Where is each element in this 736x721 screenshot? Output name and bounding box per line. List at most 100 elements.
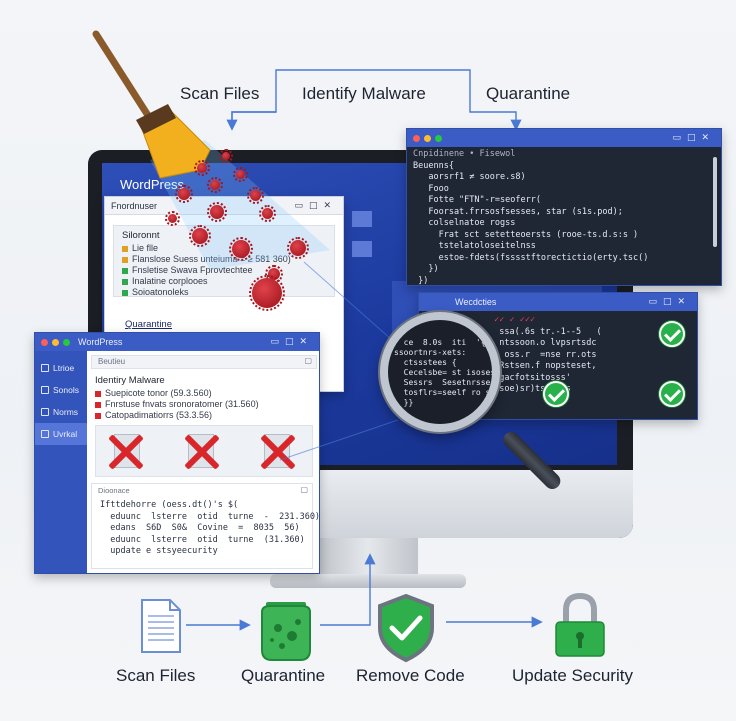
code-line: ✓✓ ✓ ✓✓✓ — [489, 315, 536, 325]
minimize-dot[interactable] — [52, 338, 59, 346]
maximize-dot[interactable] — [435, 134, 442, 142]
magnified-code-line: tosflrs=seelf ro ssss — [394, 388, 500, 397]
virus-icon — [165, 211, 180, 226]
status-marker — [122, 245, 128, 252]
status-marker — [122, 267, 128, 274]
virus-icon — [247, 187, 264, 204]
code-line: Foorsat.frrsosfsesses, star (s1s.pod); — [413, 206, 623, 217]
bottom-step-update-security: Update Security — [512, 666, 633, 685]
code-line: Beuenns{ — [413, 160, 454, 171]
close-dot[interactable] — [413, 134, 420, 142]
code-line: colselnatoe rogss — [413, 218, 516, 228]
console-line: eduunc lsterre otid turne - 231.360) — [100, 511, 320, 522]
minimize-dot[interactable] — [424, 134, 431, 142]
window-controls[interactable]: ▭□✕ — [648, 297, 691, 307]
code-window-title: Cnpidinene • Fisewol — [413, 149, 516, 159]
virus-icon — [189, 225, 211, 247]
sidebar-item[interactable]: Sonols — [35, 379, 87, 401]
menu-icon — [41, 430, 49, 438]
code-line: Rstsen.f nopsteset, — [489, 361, 597, 371]
quarantine-jar-icon — [261, 602, 311, 661]
magnified-code-line: Cecelsbe= st isoses — [394, 368, 496, 377]
console-line: edans S6D S0& Covine = 8035 56) — [100, 523, 300, 533]
menu-icon — [41, 408, 49, 416]
menu-icon — [41, 386, 49, 394]
virus-icon — [233, 167, 248, 182]
code-line: Fooo — [413, 183, 449, 194]
sidebar-item[interactable]: Ltrioe — [35, 357, 87, 379]
check-icon — [659, 381, 685, 407]
scanner-item: Flanslose Suess unteiuma = ≥ 581 360) — [122, 254, 326, 265]
top-step-quarantine: Quarantine — [486, 84, 571, 103]
console-label: Dioonace — [98, 486, 130, 495]
infected-files-panel — [95, 425, 313, 477]
window-controls[interactable]: ▭□✕ — [294, 200, 337, 211]
code-line: }) — [413, 275, 429, 286]
admin-window-title: WordPress — [78, 337, 123, 347]
window-controls[interactable]: ▭□✕ — [270, 337, 313, 347]
malware-item: Catopadimatiorrs (53.3.56) — [95, 410, 259, 421]
code-line: gacfotsitosss' — [489, 372, 571, 383]
virus-icon — [219, 149, 233, 163]
admin-window: WordPress ▭□✕ Ltrioe Sonols Norms Uvrkal… — [34, 332, 320, 574]
bottom-step-quarantine: Quarantine — [241, 666, 326, 685]
magnified-code-line: ssoortnrs-xets: — [394, 348, 472, 357]
sidebar-item-active[interactable]: Uvrkal — [35, 423, 87, 445]
virus-icon — [287, 237, 309, 259]
danger-marker — [95, 412, 101, 419]
top-step-scan-files: Scan Files — [180, 84, 260, 103]
virus-icon — [194, 160, 210, 176]
scanner-item: Fnsletise Swava Fprovtechtee — [122, 265, 326, 276]
window-controls[interactable]: ▭□✕ — [672, 133, 715, 143]
console-line: update e stsyeecurity — [100, 546, 218, 556]
sidebar-item[interactable]: Norms — [35, 401, 87, 423]
scanner-item: Inalatine corplooes — [122, 276, 326, 287]
status-marker — [122, 289, 128, 296]
danger-marker — [95, 390, 101, 397]
code-line: Fotte "FTN"-r=seoferr( — [413, 195, 541, 205]
virus-icon — [229, 237, 253, 261]
code-line: oss.r =nse rr.ots — [489, 349, 597, 360]
virus-icon — [207, 177, 223, 193]
close-dot[interactable] — [41, 338, 48, 346]
screen-panel — [352, 211, 372, 227]
scrollbar[interactable] — [713, 157, 717, 247]
scanner-item: Lie flle — [122, 243, 326, 254]
shield-check-icon — [378, 593, 434, 663]
quarantine-link[interactable]: Quarantine — [125, 319, 173, 330]
menu-icon — [41, 364, 49, 372]
screen-panel — [352, 241, 372, 257]
magnified-code-line: ctssstees { — [394, 358, 457, 367]
collapse-icon[interactable]: ▢ — [304, 356, 312, 365]
code-line: Frat sct setetteoersts (rooe-ts.d.s:s ) — [413, 229, 639, 240]
screen-brand: WordPress — [120, 177, 185, 192]
code-line: ntssoon.o lvpsrtsdc — [489, 338, 597, 348]
magnified-code-line: ce 8.0s iti '{ — [394, 338, 486, 347]
virus-icon — [207, 202, 227, 222]
identify-malware-heading: Identiry Malware — [95, 375, 165, 386]
code-line: soe)sr)tsstoss — [489, 384, 571, 394]
console-line: eduunc lsterre otid turne (31.360) — [100, 534, 305, 545]
virus-icon — [259, 205, 276, 222]
code-line: aorsrf1 ≠ soore.s8) — [413, 172, 526, 182]
magnified-code-line: }} — [394, 398, 414, 407]
code-line: ssa(.6s tr.-1--5 ( — [489, 326, 602, 337]
code-line: }) — [413, 264, 439, 274]
virus-icon — [249, 275, 285, 311]
maximize-dot[interactable] — [63, 338, 70, 346]
broom-band-icon — [136, 104, 176, 134]
admin-sidebar: Ltrioe Sonols Norms Uvrkal — [35, 351, 87, 573]
top-step-identify-malware: Identify Malware — [302, 84, 426, 103]
scanner-section-title: Siloronnt — [122, 230, 160, 241]
malware-item: Fnrstuse fnvats sronoratomer (31.560) — [95, 399, 259, 410]
console-toggle-icon[interactable]: ▢ — [300, 485, 308, 494]
console-line: Ifttdehorre (oess.dt()'s $( — [100, 500, 239, 510]
document-icon — [141, 599, 181, 653]
check-icon — [543, 381, 569, 407]
magnified-code-line: Sessrs Sesetnrsse — [394, 378, 491, 387]
scanner-window-title: Fnordnuser — [111, 200, 158, 211]
status-marker — [122, 278, 128, 285]
status-marker — [122, 256, 128, 263]
